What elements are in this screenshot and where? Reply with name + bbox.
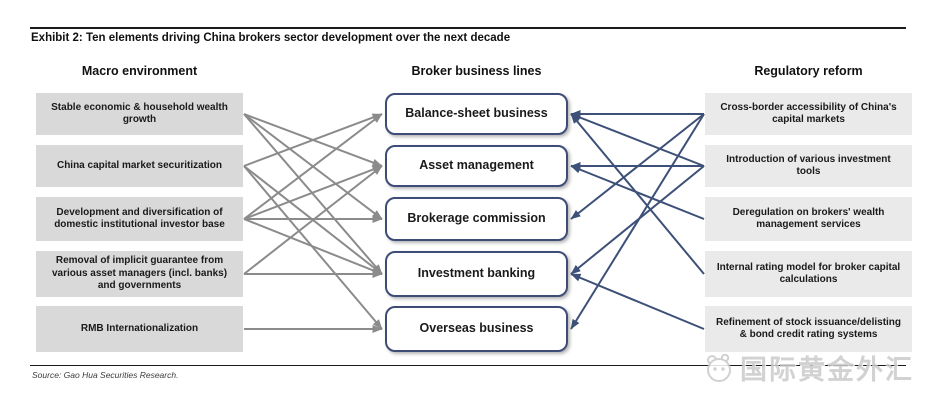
title-rule [30, 27, 906, 29]
column-header-macro-environment: Macro environment [81, 64, 198, 78]
business-box-asset-management: Asset management [385, 145, 568, 187]
macro-box-removal-implicit-guarantee: Removal of implicit guarantee from vario… [36, 251, 243, 297]
macro-box-stable-economic-wealth-growth: Stable economic & household wealth growt… [36, 93, 243, 135]
watermark: 国际黄金外汇 [702, 348, 914, 387]
column-header-regulatory-reform: Regulatory reform [754, 64, 863, 78]
business-box-investment-banking: Investment banking [385, 251, 568, 297]
regulatory-box-wealth-mgmt-deregulation: Deregulation on brokers' wealth manageme… [705, 197, 912, 241]
regulatory-arrows [570, 110, 705, 330]
business-box-brokerage-commission: Brokerage commission [385, 197, 568, 241]
macro-box-rmb-internationalization: RMB Internationalization [36, 306, 243, 352]
regulatory-box-investment-tools: Introduction of various investment tools [705, 145, 912, 187]
macro-box-institutional-investor-base: Development and diversification of domes… [36, 197, 243, 241]
watermark-text: 国际黄金外汇 [740, 355, 914, 385]
footer-rule [30, 365, 906, 366]
macro-arrows [243, 113, 383, 333]
regulatory-box-cross-border-accessibility: Cross-border accessibility of China's ca… [705, 93, 912, 135]
regulatory-box-stock-issuance-refinement: Refinement of stock issuance/delisting &… [705, 306, 912, 352]
macro-box-capital-market-securitization: China capital market securitization [36, 145, 243, 187]
column-header-broker-business-lines: Broker business lines [411, 64, 542, 78]
panda-face-icon [707, 353, 731, 382]
business-box-balance-sheet-business: Balance-sheet business [385, 93, 568, 135]
regulatory-box-internal-rating-model: Internal rating model for broker capital… [705, 251, 912, 297]
business-box-overseas-business: Overseas business [385, 306, 568, 352]
exhibit-title: Exhibit 2: Ten elements driving China br… [31, 32, 511, 44]
source-note: Source: Gao Hua Securities Research. [32, 370, 179, 380]
